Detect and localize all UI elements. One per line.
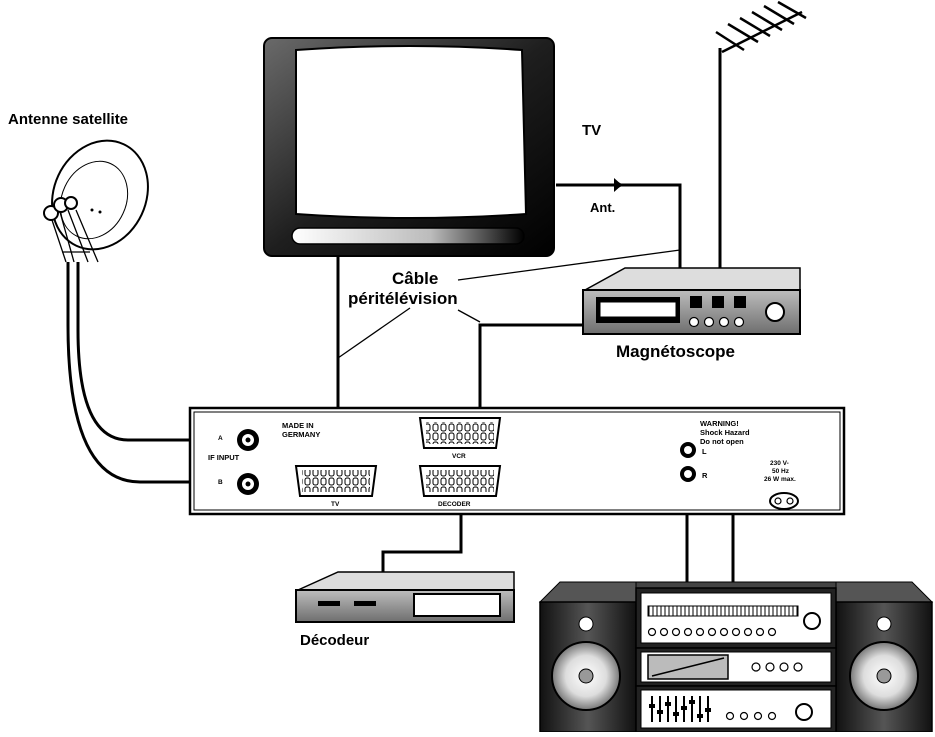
satellite-dish-icon — [43, 139, 149, 263]
scart-port-vcr-label: VCR — [452, 453, 466, 460]
leader-line-left — [337, 307, 411, 359]
roof-antenna-icon — [715, 0, 807, 54]
audio-l-label: L — [702, 447, 707, 456]
power-line2: 50 Hz — [772, 468, 790, 475]
tv-label: TV — [582, 122, 601, 139]
satellite-cable-b — [66, 262, 238, 484]
scart-cable-label-line2: péritélévision — [348, 289, 458, 308]
antenna-cable — [556, 183, 682, 270]
warning-line2: Shock Hazard — [700, 428, 750, 437]
scart-cable-label-line1: Câble — [392, 269, 438, 288]
vcr-device — [582, 267, 801, 335]
power-line3: 26 W max. — [764, 476, 796, 483]
hifi-system — [538, 581, 934, 733]
receiver-back-panel — [188, 406, 846, 516]
decoder-label: Décodeur — [300, 632, 369, 649]
vcr-label: Magnétoscope — [616, 342, 735, 361]
if-input-label: IF INPUT — [208, 453, 240, 462]
scart-port-decoder-label: DECODER — [438, 501, 471, 508]
satellite-cable-a — [76, 262, 238, 442]
scart-cable-decoder — [381, 495, 463, 572]
scart-port-tv-label: TV — [331, 501, 340, 508]
antenna-label: Ant. — [590, 200, 615, 215]
if-input-b-label: B — [218, 479, 223, 486]
made-in-line1: MADE IN — [282, 421, 314, 430]
leader-line-right — [457, 309, 481, 323]
decoder-device — [295, 571, 515, 623]
if-input-a-label: A — [218, 435, 223, 442]
leader-line-tv — [457, 249, 681, 281]
power-socket-icon — [769, 492, 799, 510]
tv-set — [263, 37, 555, 257]
scart-cable-vcr — [478, 323, 583, 418]
warning-line3: Do not open — [700, 437, 744, 446]
audio-r-label: R — [702, 471, 708, 480]
satellite-antenna-label: Antenne satellite — [8, 111, 128, 128]
warning-line1: WARNING! — [700, 419, 739, 428]
made-in-line2: GERMANY — [282, 430, 320, 439]
power-line1: 230 V- — [770, 460, 789, 467]
